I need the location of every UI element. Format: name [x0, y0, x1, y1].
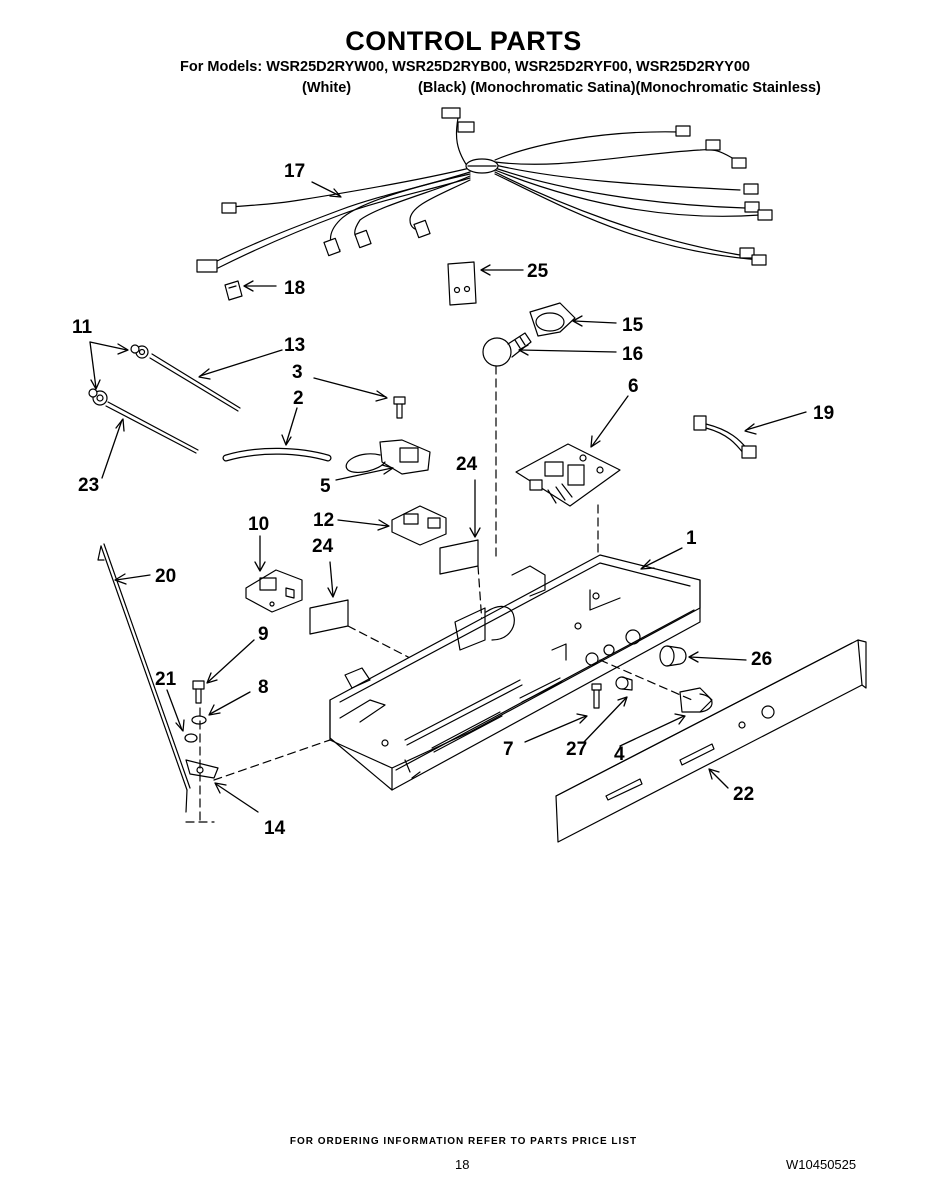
callout-9: 9: [258, 624, 269, 645]
callout-labels: 17 25 18 15 16 11 13 3 2 6 19 23 5 24 10…: [72, 161, 834, 839]
callout-26: 26: [751, 649, 772, 670]
screw-part-7: [591, 683, 602, 709]
callout-11: 11: [72, 317, 93, 338]
callout-8: 8: [258, 677, 269, 698]
callout-7: 7: [503, 739, 514, 760]
bracket-part-14: [185, 759, 219, 779]
wire-part-19: [693, 415, 757, 459]
callout-20: 20: [155, 566, 176, 587]
clip-part-18: [224, 280, 243, 301]
control-housing-part-1: [329, 554, 701, 791]
page-title: CONTROL PARTS: [345, 26, 582, 56]
callout-14: 14: [264, 818, 286, 839]
callout-13: 13: [284, 335, 305, 356]
rod-part-20: [97, 543, 191, 813]
cover-strip-part-22: [555, 639, 867, 843]
label-part-24-upper: [439, 539, 479, 575]
callout-27: 27: [566, 739, 587, 760]
thermostat-part-5: [345, 439, 431, 475]
callout-16: 16: [622, 344, 643, 365]
button-part-4: [679, 687, 713, 713]
callout-24-upper: 24: [456, 454, 478, 475]
callout-5: 5: [320, 476, 331, 497]
callout-25: 25: [527, 261, 549, 282]
callout-1: 1: [686, 528, 697, 549]
callout-2: 2: [293, 388, 304, 409]
variant-others: (Black) (Monochromatic Satina)(Monochrom…: [418, 80, 821, 96]
control-board-part-6: [515, 443, 621, 507]
callout-3: 3: [292, 362, 303, 383]
light-socket-part-15: [529, 302, 576, 337]
callout-4: 4: [614, 744, 625, 765]
document-number: W10450525: [786, 1157, 857, 1172]
callout-22: 22: [733, 784, 754, 805]
callout-17: 17: [284, 161, 305, 182]
variant-white: (White): [302, 80, 352, 96]
label-part-24-lower: [309, 599, 349, 635]
callout-6: 6: [628, 376, 639, 397]
rod-part-23: [88, 388, 199, 454]
rod-part-13: [130, 344, 241, 412]
wire-harness-part-17: [196, 107, 773, 273]
screw-part-3: [393, 396, 406, 419]
callout-12: 12: [313, 510, 334, 531]
bracket-part-10: [245, 569, 303, 613]
bracket-part-12: [391, 505, 447, 546]
washer-part-21: [184, 733, 198, 743]
page-number: 18: [455, 1157, 470, 1172]
insulator-part-25: [447, 261, 477, 306]
screw-part-9: [192, 680, 205, 704]
washer-part-8: [191, 715, 207, 725]
switch-part-27: [615, 676, 633, 691]
callout-18: 18: [284, 278, 305, 299]
callout-21: 21: [155, 669, 177, 690]
callout-23: 23: [78, 475, 99, 496]
plug-part-26: [659, 645, 687, 667]
callout-15: 15: [622, 315, 644, 336]
ordering-note: FOR ORDERING INFORMATION REFER TO PARTS …: [289, 1136, 638, 1147]
leader-arrows: [89, 181, 807, 813]
model-list: For Models: WSR25D2RYW00, WSR25D2RYB00, …: [180, 59, 750, 75]
callout-19: 19: [813, 403, 834, 424]
callout-24-lower: 24: [312, 536, 334, 557]
callout-10: 10: [248, 514, 269, 535]
